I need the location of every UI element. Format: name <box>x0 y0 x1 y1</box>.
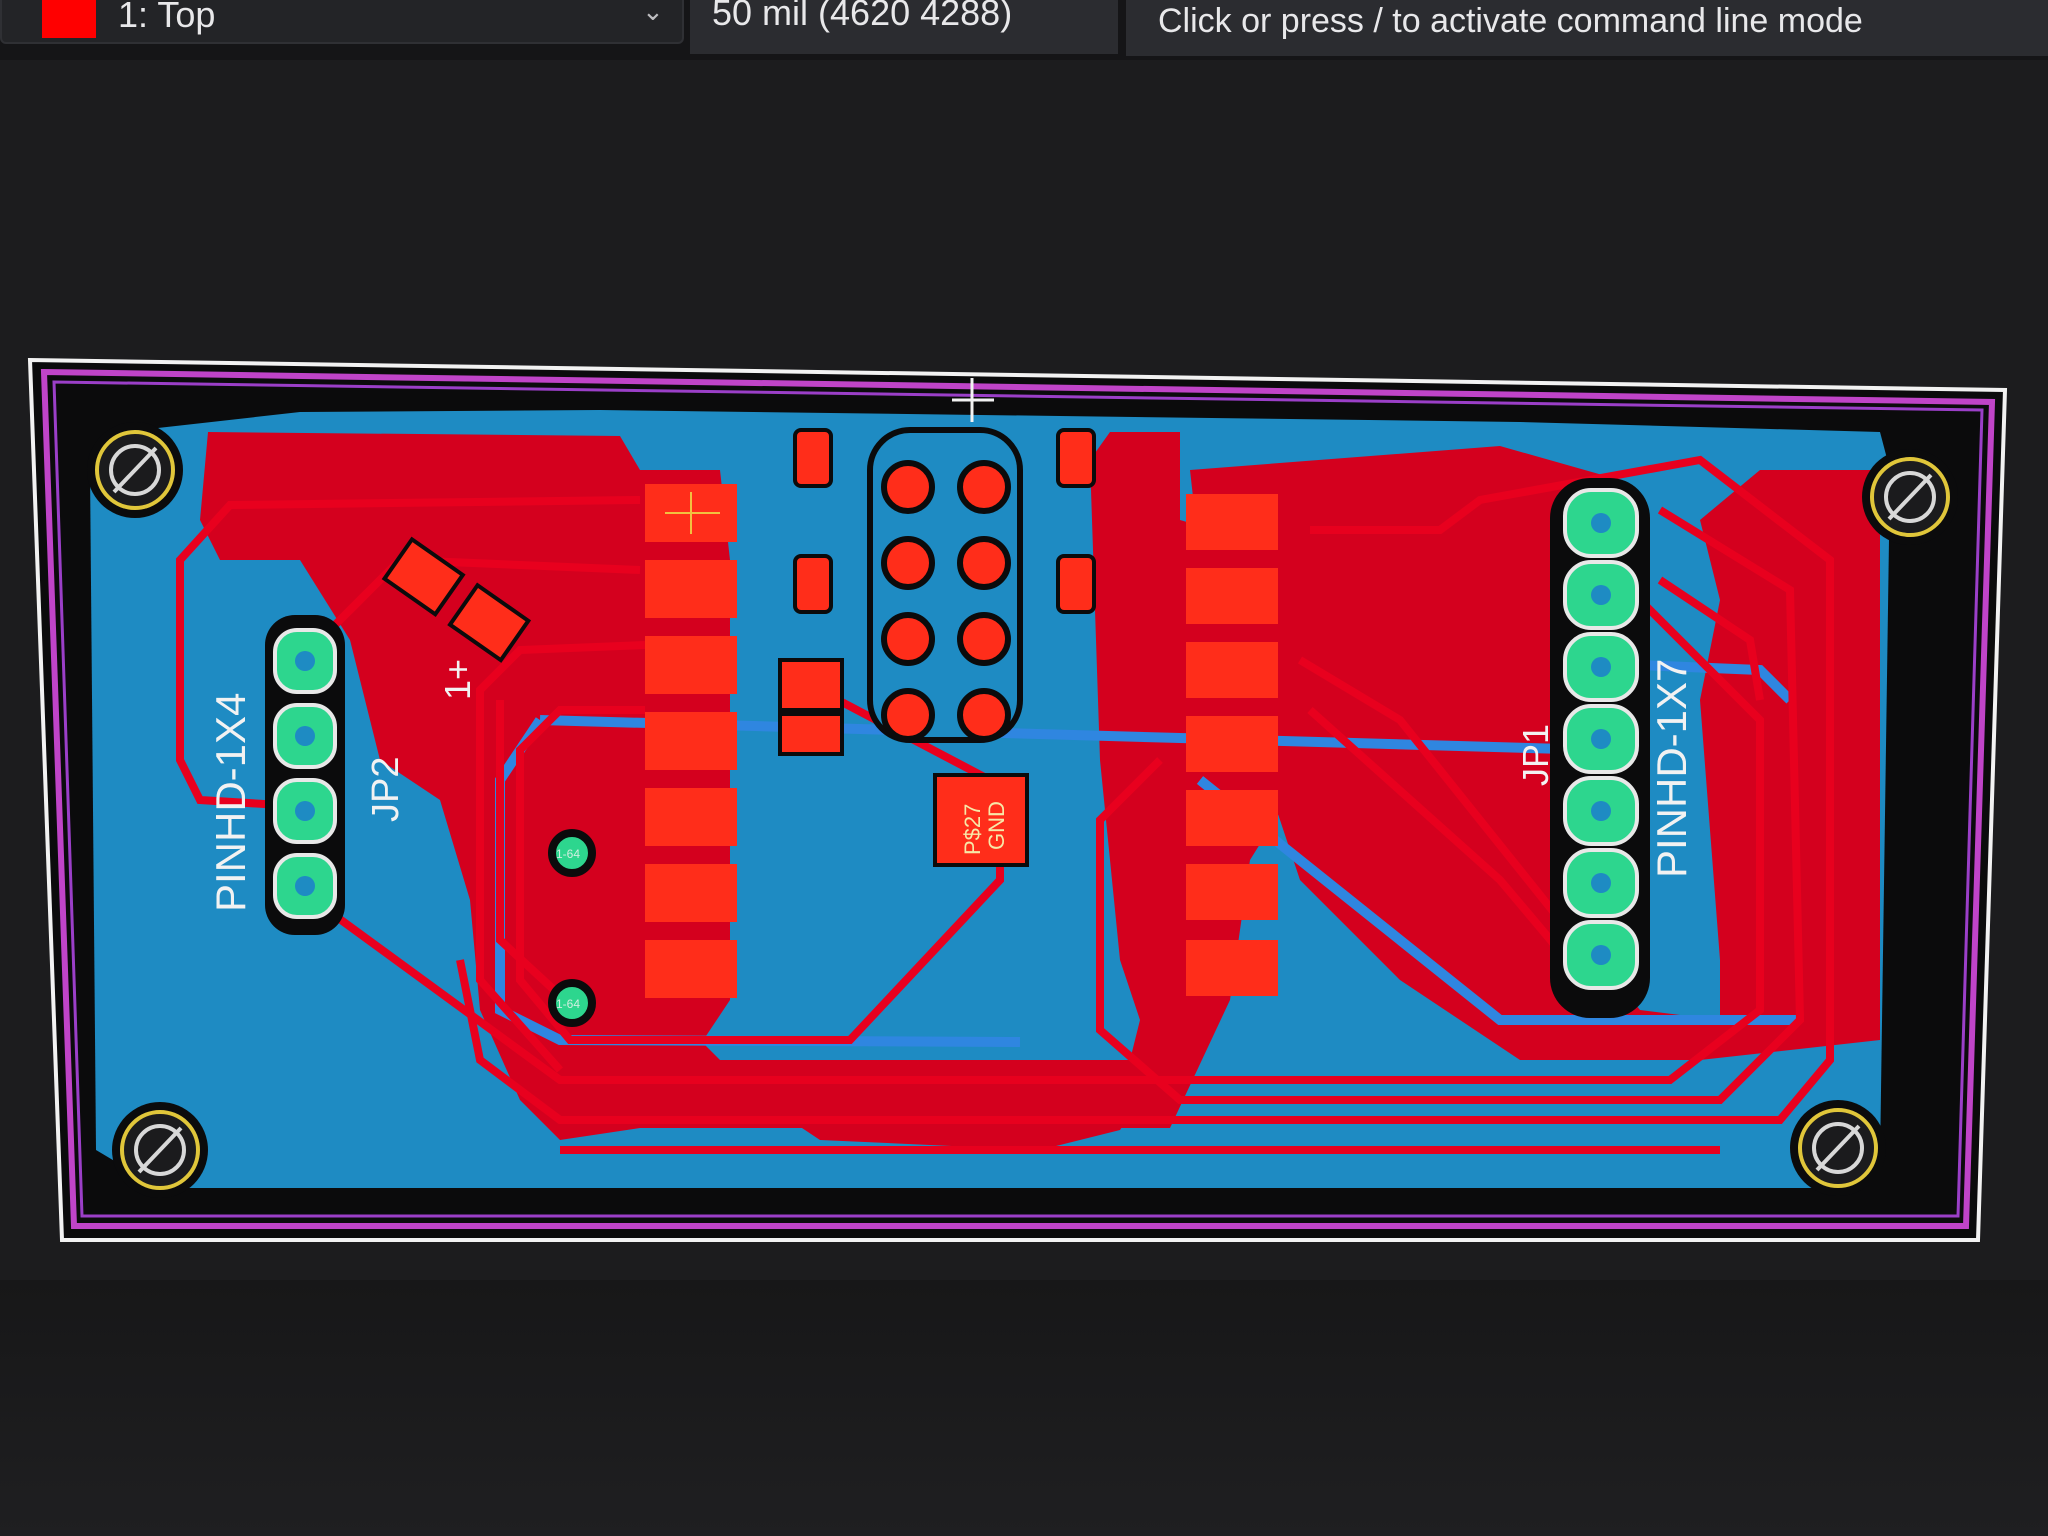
header-jp2[interactable] <box>265 615 345 935</box>
keyboard-reflection <box>0 1280 2048 1536</box>
crosshair-cursor-icon <box>952 378 994 422</box>
board-keepout-outline <box>52 380 1984 1218</box>
via-label-2: 1-64 <box>556 997 580 1011</box>
test-pad-gnd[interactable] <box>933 773 1029 867</box>
pcb-canvas[interactable]: PINHD-1X4 JP2 PINHD-1X7 JP1 P$27 GND 1-6… <box>0 60 2048 1536</box>
left-header-value-label: PINHD-1X4 <box>207 693 254 912</box>
pad-signal-label: GND <box>984 801 1009 850</box>
command-line-input[interactable] <box>1156 0 2040 44</box>
mounting-hole-bottom-left <box>112 1102 208 1198</box>
ic-left-pads[interactable] <box>645 484 737 998</box>
via-2[interactable] <box>548 979 596 1027</box>
part-value-label: 1+ <box>437 659 478 700</box>
board-dimension-outline <box>40 368 1996 1229</box>
chevron-down-icon: ⌄ <box>642 0 664 26</box>
command-line[interactable] <box>1126 0 2048 56</box>
via-1[interactable] <box>548 829 596 877</box>
bottom-traces <box>495 660 1800 1047</box>
mounting-hole-bottom-right <box>1790 1100 1886 1196</box>
header-jp1[interactable] <box>1550 478 1650 1018</box>
ic-right-pads[interactable] <box>1186 494 1278 996</box>
left-header-name-label: JP2 <box>365 757 407 822</box>
layer-color-swatch <box>42 0 96 38</box>
mounting-hole-top-right <box>1862 449 1958 545</box>
smd-passives[interactable] <box>778 428 1096 756</box>
toolbar: 1: Top ⌄ 50 mil (4620 4288) <box>0 0 2048 60</box>
grid-coordinate-display: 50 mil (4620 4288) <box>690 0 1118 54</box>
right-header-value-label: PINHD-1X7 <box>1648 659 1695 878</box>
diagonal-smd-component[interactable] <box>381 536 532 663</box>
pad-name-label: P$27 <box>960 804 985 855</box>
center-header-2x4[interactable] <box>867 427 1023 743</box>
via-label: 1-64 <box>556 847 580 861</box>
layer-name: 1: Top <box>118 0 216 35</box>
grid-readout: 50 mil (4620 4288) <box>712 0 1013 33</box>
mounting-hole-top-left <box>87 422 183 518</box>
right-header-name-label: JP1 <box>1515 724 1556 786</box>
layer-selector[interactable]: 1: Top ⌄ <box>0 0 684 44</box>
pad-origin-cross-icon <box>665 492 720 534</box>
